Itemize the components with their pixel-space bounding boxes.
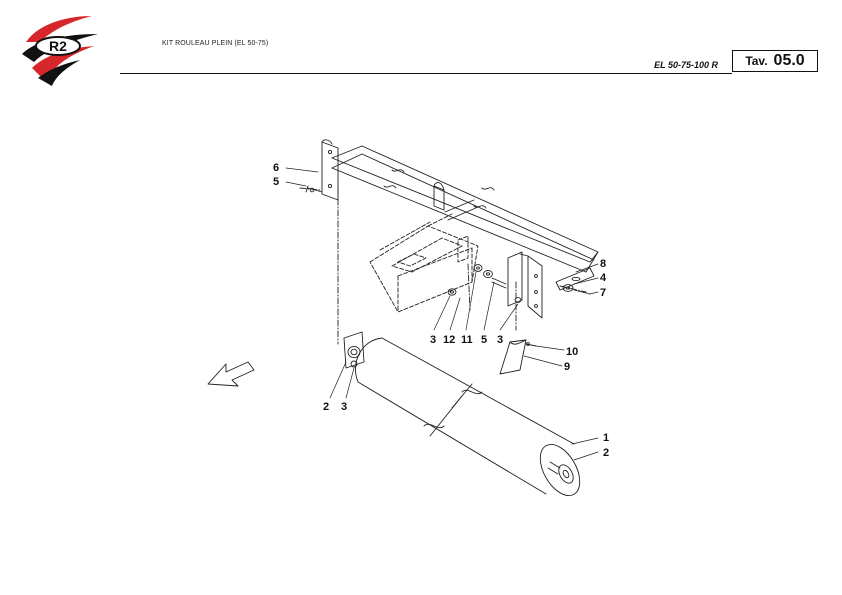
table-number-box: Tav. 05.0 (732, 50, 818, 72)
callout-8: 8 (600, 258, 607, 270)
hardware-middle (447, 264, 522, 303)
logo-text: R2 (49, 38, 67, 54)
scraper-blade (499, 339, 537, 375)
callout-11: 11 (461, 334, 473, 346)
r2-logo: R2 (22, 16, 98, 86)
callout-3-b: 3 (497, 334, 504, 346)
table-number: 05.0 (773, 52, 805, 69)
header-rule (120, 73, 732, 74)
callout-2-right: 2 (603, 447, 610, 459)
callout-5-mid: 5 (481, 334, 488, 346)
frame-tube (321, 139, 599, 319)
callout-9: 9 (564, 361, 571, 373)
assembly-centerlines (299, 187, 587, 345)
callout-3-left: 3 (341, 401, 348, 413)
machine-body-phantom (369, 213, 479, 313)
roller-cylinder (355, 337, 581, 496)
model-code: EL 50-75-100 R (654, 60, 718, 70)
bolt-7-right (562, 284, 591, 295)
callout-5-top: 5 (273, 176, 280, 188)
callout-4: 4 (600, 272, 607, 284)
leader-lines (285, 167, 599, 461)
callout-2-left: 2 (323, 401, 330, 413)
callout-6: 6 (273, 162, 280, 174)
left-bearing-flange (343, 331, 365, 369)
bolt-5-top (305, 185, 323, 193)
callout-1: 1 (603, 432, 610, 444)
callout-10: 10 (566, 346, 579, 358)
callout-12: 12 (443, 334, 456, 346)
direction-arrow-icon (207, 361, 255, 387)
table-prefix: Tav. (745, 54, 768, 68)
callout-7: 7 (600, 287, 607, 299)
callout-3-a: 3 (430, 334, 437, 346)
document-title: KIT ROULEAU PLEIN (EL 50-75) (162, 40, 269, 47)
